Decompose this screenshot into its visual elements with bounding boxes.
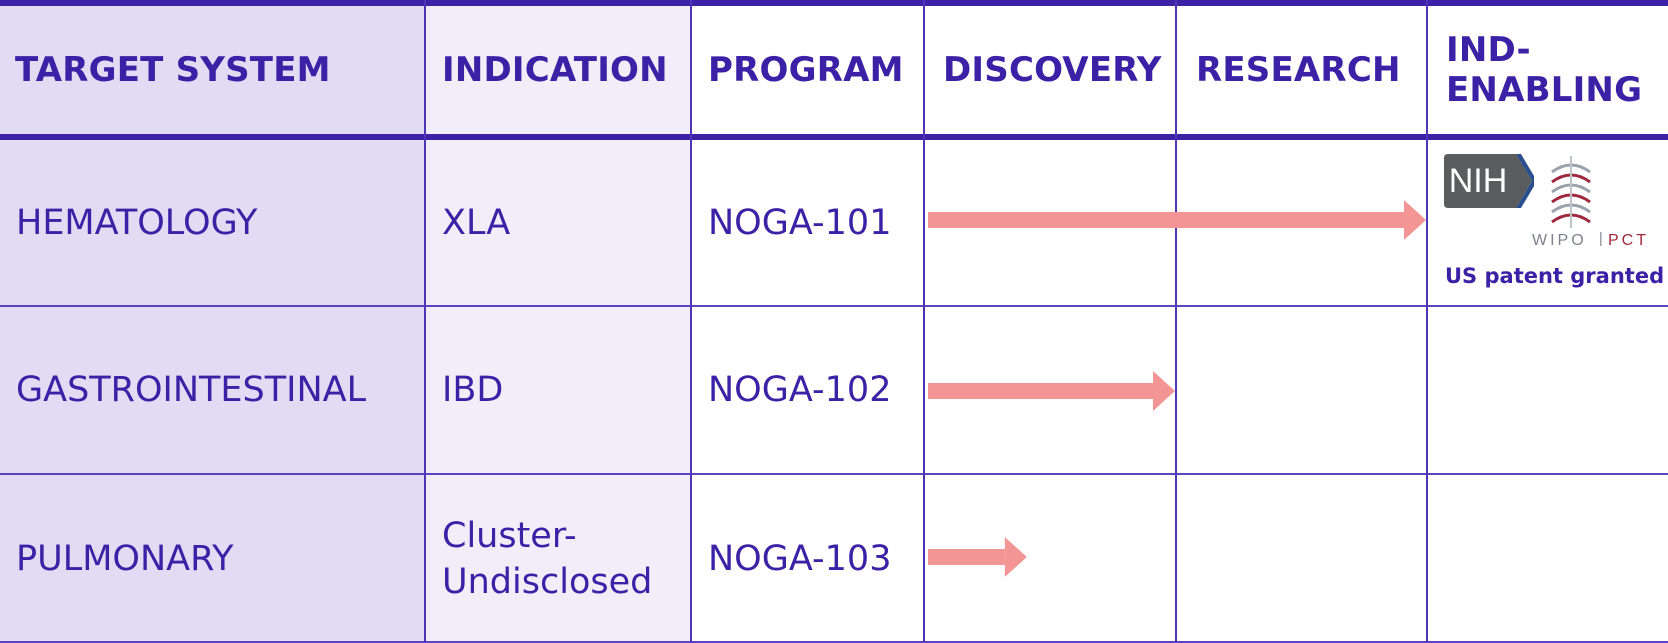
row-1-target: HEMATOLOGY (16, 140, 421, 305)
header-research: RESEARCH (1196, 6, 1421, 134)
arrow-shaft (928, 383, 1153, 399)
row-1-program-label: NOGA-101 (708, 202, 892, 243)
row-3-indication-label: Cluster- Undisclosed (442, 516, 653, 602)
header-indication-label: INDICATION (442, 50, 668, 90)
row-1-program: NOGA-101 (708, 140, 928, 305)
row-2-indication-label: IBD (442, 370, 504, 410)
col-divider-4 (1175, 0, 1177, 643)
row-divider-2 (0, 473, 1668, 475)
row-3-program: NOGA-103 (708, 475, 928, 643)
wipo-globe-icon (1551, 156, 1591, 228)
arrow-shaft (928, 549, 1005, 565)
wipo-label: WIPO (1532, 232, 1587, 249)
row-1-indication: XLA (442, 140, 687, 305)
row-1-indication-label: XLA (442, 202, 511, 243)
col-divider-5 (1426, 0, 1428, 643)
row-2-indication: IBD (442, 307, 687, 473)
row-2-program: NOGA-102 (708, 307, 928, 473)
target-column-bg (0, 0, 425, 643)
arrow-head (1153, 371, 1175, 411)
row-3-target: PULMONARY (16, 475, 421, 643)
col-divider-3 (923, 0, 925, 643)
header-research-label: RESEARCH (1196, 50, 1401, 90)
row-2-target: GASTROINTESTINAL (16, 307, 421, 473)
pct-label: PCT (1608, 232, 1649, 249)
arrow-head (1004, 537, 1027, 577)
row-2-program-label: NOGA-102 (708, 370, 892, 410)
col-divider-2 (690, 0, 692, 643)
indication-column-bg (425, 0, 691, 643)
header-indication: INDICATION (442, 6, 687, 134)
arrow-head (1404, 200, 1426, 240)
header-target-system-label: TARGET SYSTEM (15, 50, 331, 90)
header-target-system: TARGET SYSTEM (15, 6, 420, 134)
header-discovery-label: DISCOVERY (943, 50, 1162, 90)
bottom-border (0, 641, 1668, 643)
col-divider-1 (424, 0, 426, 643)
patent-note: US patent granted (1445, 264, 1664, 288)
header-divider (0, 134, 1668, 140)
header-ind-enabling-label: IND- ENABLING (1446, 30, 1643, 110)
row-3-indication: Cluster- Undisclosed (442, 475, 687, 643)
row-divider-1 (0, 305, 1668, 307)
header-program-label: PROGRAM (708, 50, 904, 90)
patent-note-label: US patent granted (1445, 264, 1665, 288)
row-1-target-label: HEMATOLOGY (16, 202, 258, 243)
header-ind-enabling: IND- ENABLING (1446, 6, 1661, 134)
row-3-target-label: PULMONARY (16, 539, 234, 579)
row-3-program-label: NOGA-103 (708, 539, 892, 579)
nih-logo: NIH (1444, 154, 1534, 208)
header-program: PROGRAM (708, 6, 928, 134)
wipo-pct-wordmark: WIPO PCT (1532, 232, 1649, 249)
nih-label: NIH (1449, 162, 1508, 200)
arrow-shaft (928, 212, 1404, 228)
top-border (0, 0, 1668, 6)
row-2-target-label: GASTROINTESTINAL (16, 370, 367, 410)
header-discovery: DISCOVERY (943, 6, 1173, 134)
